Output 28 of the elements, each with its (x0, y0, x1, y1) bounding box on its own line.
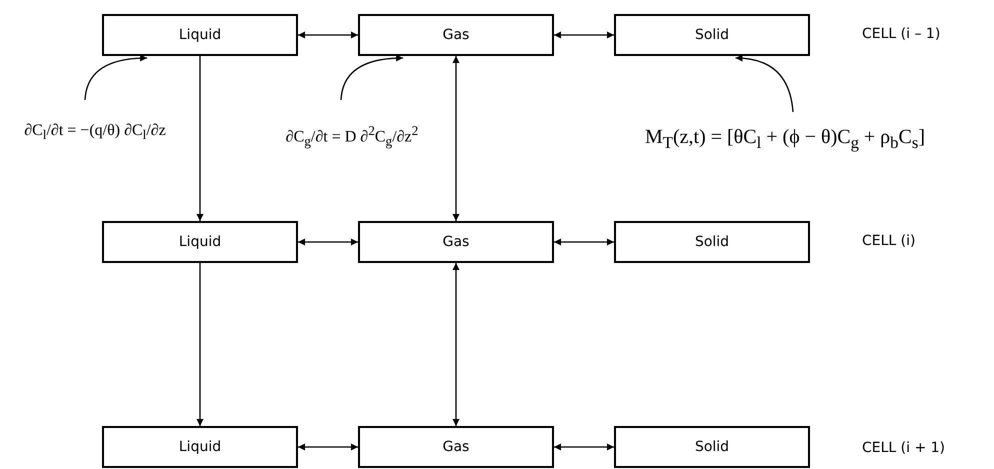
cell-label: CELL (i + 1) (862, 440, 946, 456)
arrow (554, 444, 614, 450)
arrow (298, 238, 358, 246)
phase-box: Gas (358, 221, 554, 263)
arrow (196, 56, 204, 221)
curved-arrow (84, 54, 148, 100)
arrow (452, 56, 460, 221)
arrow (298, 32, 358, 38)
phase-box: Gas (358, 426, 554, 468)
equation: M$_{T}$(z,t) = [θC$_{l}$ + (ϕ − θ)C$_{g}$ + ρ$_{b}$C$_{s}$] (590, 112, 980, 162)
phase-box: Solid (614, 426, 810, 468)
phase-box: Liquid (102, 426, 298, 468)
arrow (452, 263, 460, 426)
cell-label: CELL (i – 1) (862, 26, 940, 42)
phase-box: Liquid (102, 14, 298, 56)
phase-box: Solid (614, 14, 810, 56)
arrow (196, 263, 204, 426)
arrow (298, 444, 358, 450)
cell-label: CELL (i) (862, 233, 916, 249)
phase-box: Liquid (102, 221, 298, 263)
arrow (554, 238, 614, 246)
phase-box: Solid (614, 221, 810, 263)
equation: ∂C$_{g}$/∂t = D ∂$^{2}$C$_{g}$/∂z$^{2}$ (272, 100, 432, 162)
arrow (554, 32, 614, 38)
curved-arrow (736, 54, 794, 112)
curved-arrow (340, 54, 404, 100)
equation: ∂C$_{l}$/∂t = −(q/θ) ∂C$_{l}$/∂z (10, 100, 180, 162)
phase-box: Gas (358, 14, 554, 56)
